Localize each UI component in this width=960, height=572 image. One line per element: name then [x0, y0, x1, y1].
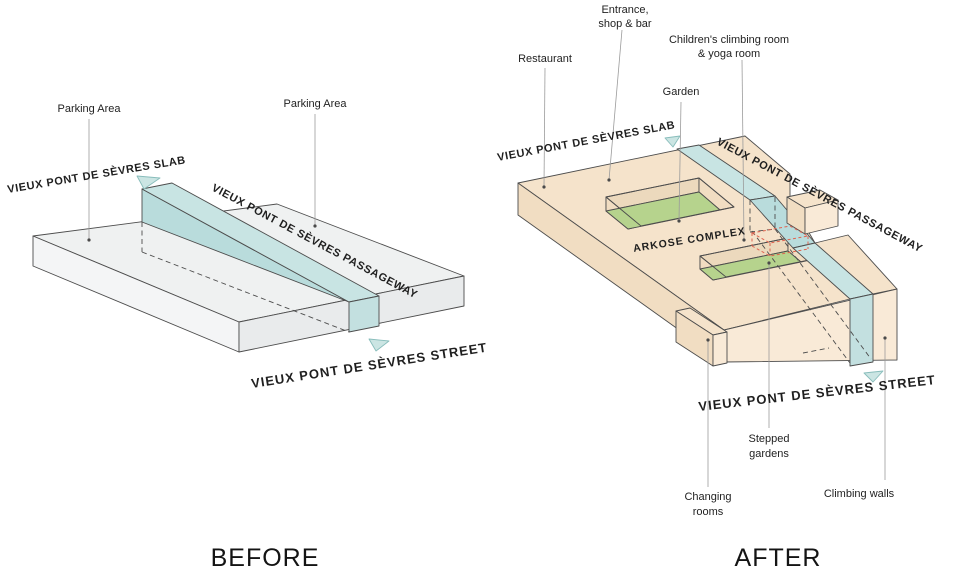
- leader-dot: [607, 178, 611, 182]
- before-hidden-edge-diagonal: [141, 251, 350, 333]
- before-leaders: [87, 114, 317, 242]
- before-passageway-front-strip: [348, 295, 380, 333]
- before-street-arrow-triangle: [368, 338, 390, 352]
- leader-dot: [742, 238, 746, 242]
- after-complex-top-face: [517, 135, 898, 331]
- after-passageway-front-strip: [849, 293, 874, 367]
- before-label-parking-right: Parking Area: [284, 98, 348, 110]
- leader-entrance: [608, 29, 623, 181]
- after-label-restaurant: Restaurant: [518, 53, 572, 65]
- after-label-changing-1: Changing: [684, 491, 731, 503]
- leader-garden: [678, 101, 682, 222]
- hidden-edge: [774, 228, 872, 360]
- hidden-edge: [751, 230, 851, 364]
- hidden-room-top: [750, 225, 810, 244]
- hidden-edge: [802, 347, 830, 354]
- after-slab-arrow-triangle: [664, 135, 681, 148]
- leader-dot: [87, 238, 91, 242]
- before-slab-arrow-triangle: [136, 175, 161, 190]
- after-leaders: [542, 29, 887, 487]
- after-changing-block-end-face: [712, 331, 728, 367]
- before-caption: BEFORE: [211, 544, 320, 572]
- after-label-children-2: & yoga room: [698, 48, 760, 60]
- after-label-entrance-1: Entrance,: [601, 4, 648, 16]
- hidden-room-edges: [751, 233, 809, 257]
- after-diagram: Restaurant Entrance, shop & bar Children…: [496, 4, 936, 572]
- leader-dot: [677, 219, 681, 223]
- after-label-changing-2: rooms: [693, 506, 724, 518]
- leader-dot: [883, 336, 887, 340]
- after-label-entrance-2: shop & bar: [598, 18, 652, 30]
- after-hidden-room-outline: [750, 225, 810, 257]
- after-label-climbing: Climbing walls: [824, 488, 895, 500]
- leader-dot: [706, 338, 710, 342]
- after-label-street: VIEUX PONT DE SÈVRES STREET: [698, 372, 937, 414]
- before-label-street: VIEUX PONT DE SÈVRES STREET: [250, 340, 488, 391]
- leader-children: [741, 59, 745, 241]
- before-diagram: Parking Area Parking Area VIEUX PONT DE …: [6, 98, 488, 572]
- leader-dot: [313, 224, 317, 228]
- leader-restaurant: [543, 67, 546, 188]
- leader-dot: [767, 261, 771, 265]
- after-label-stepped-2: gardens: [749, 448, 789, 460]
- courtyard-opening-edge: [605, 177, 735, 227]
- leader-dot: [542, 185, 546, 189]
- after-label-stepped-1: Stepped: [749, 433, 790, 445]
- raised-box-front-face: [804, 199, 839, 235]
- after-raised-box: [786, 189, 839, 235]
- before-label-parking-left: Parking Area: [58, 103, 122, 115]
- after-upper-courtyard: [605, 177, 735, 230]
- after-label-children-1: Children's climbing room: [669, 34, 789, 46]
- after-label-garden: Garden: [663, 86, 700, 98]
- after-street-arrow-triangle: [863, 370, 884, 383]
- after-caption: AFTER: [735, 544, 822, 572]
